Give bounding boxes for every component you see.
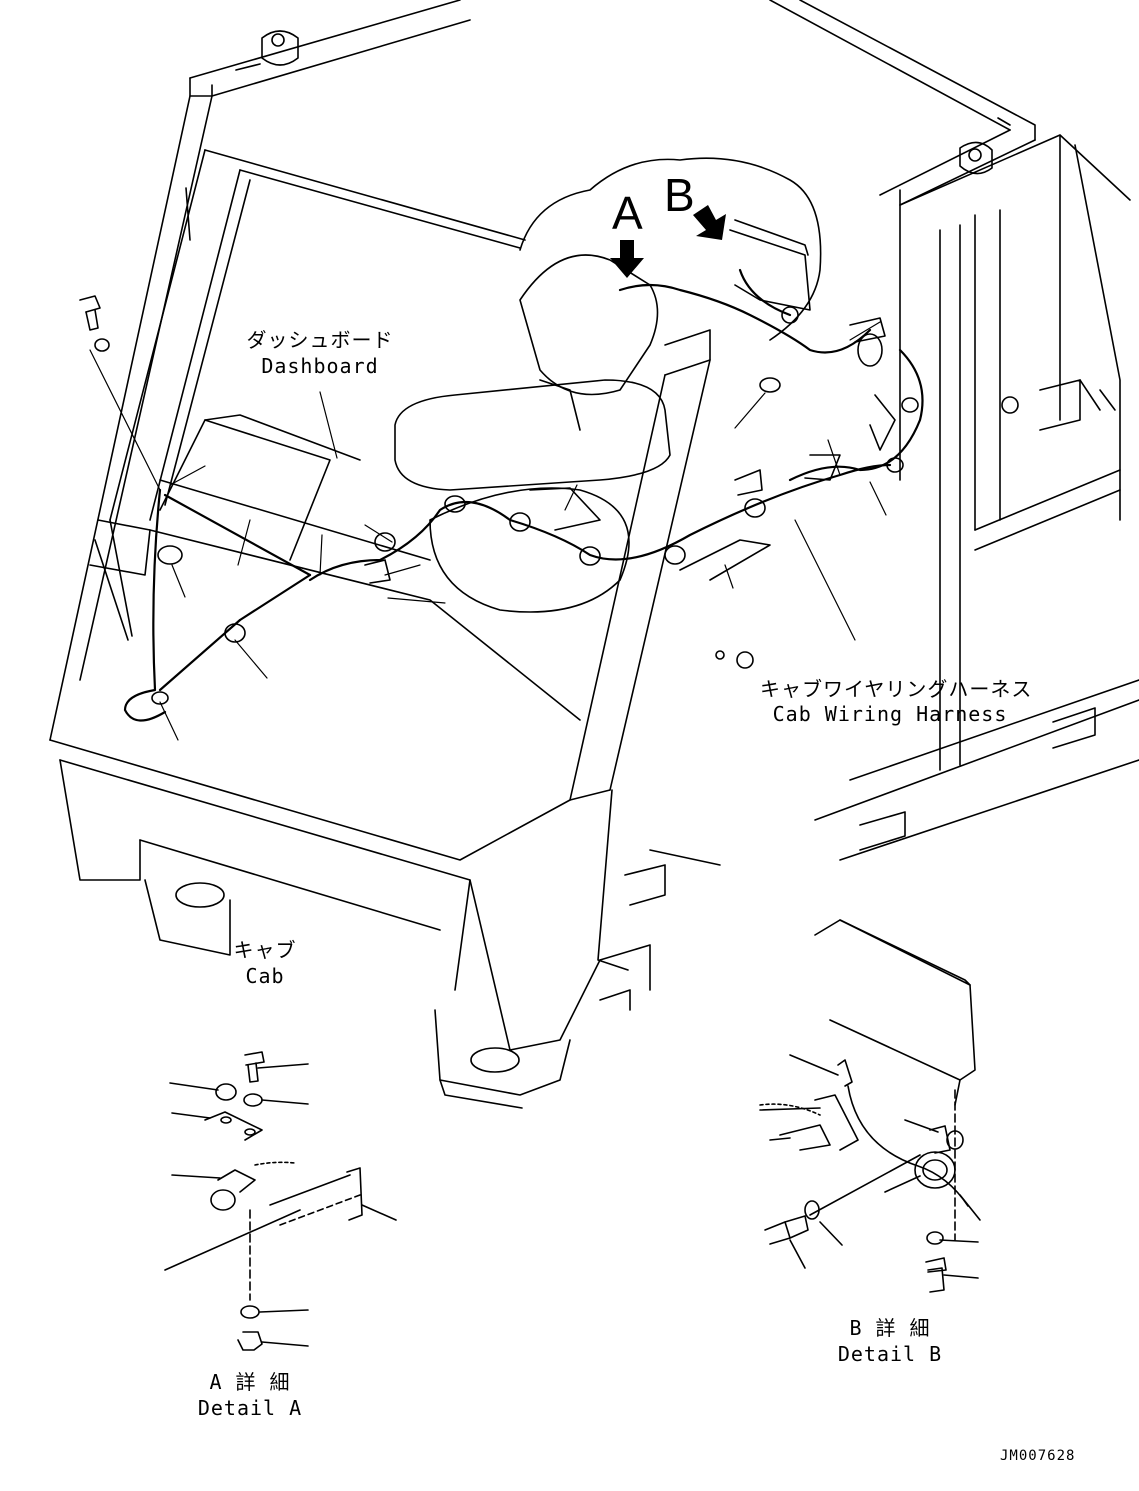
cab-right-frame [815,135,1139,860]
operator-seat [395,255,670,612]
detail-b-drawing [760,920,980,1292]
cab-left-frame [50,96,525,740]
drawing-code: JM007628 [1000,1448,1076,1464]
rear-lamp-housing [730,220,810,323]
detail-b-label-en: Detail B [837,1342,943,1366]
dashboard-panel [150,415,580,720]
view-b-label: B [664,169,695,221]
view-a-label: A [612,187,643,239]
detail-area-outline [520,158,821,340]
harness-clamps [152,318,918,704]
view-arrow-b [693,205,726,240]
detail-a-label-jp: A 詳 細 [209,1370,291,1394]
dashboard-label-en: Dashboard [261,354,379,378]
harness-label-en: Cab Wiring Harness [772,702,1008,726]
cab-label-jp: キャブ [233,938,297,962]
view-arrow-a [610,240,644,278]
dashboard-label-jp: ダッシュボード [246,328,394,352]
bolt-top-left [80,296,109,351]
harness-label-jp: キャブワイヤリングハーネス [760,677,1033,701]
cab-lower-body [50,740,720,1108]
leader-lines [90,322,886,740]
detail-a-drawing [165,1052,396,1350]
detail-b-label-jp: B 詳 細 [849,1316,931,1340]
detail-a-label-en: Detail A [197,1396,303,1420]
cab-label-en: Cab [245,964,285,988]
rear-pillar [570,330,710,970]
